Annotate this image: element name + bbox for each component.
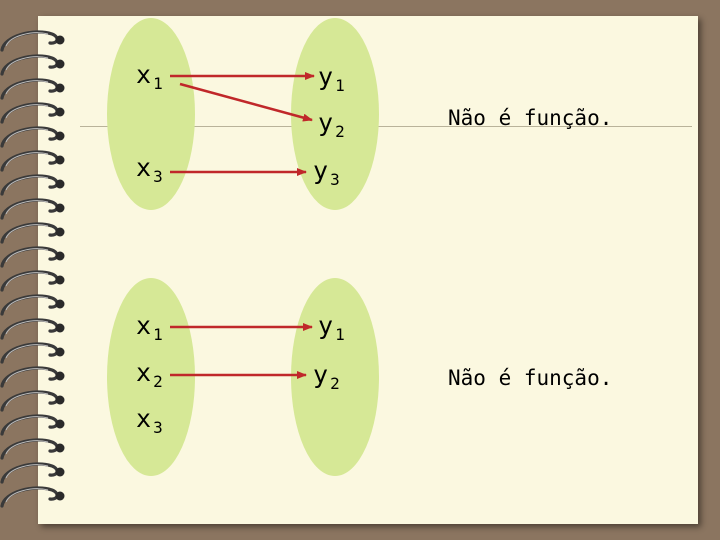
spiral-hole — [55, 275, 65, 285]
spiral-coil-highlight — [5, 248, 49, 263]
spiral-coil-highlight — [5, 464, 49, 479]
spiral-coil-highlight — [5, 368, 49, 383]
spiral-coil-highlight — [5, 104, 49, 119]
spiral-coil — [0, 318, 59, 340]
spiral-coil — [0, 246, 59, 268]
spiral-coil-highlight — [5, 224, 49, 239]
spiral-coil-highlight — [5, 176, 49, 191]
spiral-coil — [0, 414, 59, 436]
spiral-binding-icon — [0, 30, 65, 508]
spiral-coil-highlight — [5, 80, 49, 95]
notebook-rule-line — [80, 126, 692, 127]
spiral-coil — [0, 126, 59, 148]
spiral-coil — [0, 294, 59, 316]
spiral-coil-highlight — [5, 128, 49, 143]
spiral-hole — [55, 251, 65, 261]
spiral-hole — [55, 83, 65, 93]
spiral-coil — [0, 366, 59, 388]
spiral-coil — [0, 462, 59, 484]
spiral-coil — [0, 102, 59, 124]
spiral-coil-highlight — [5, 392, 49, 407]
domain-set-oval-2 — [107, 278, 195, 476]
spiral-coil-highlight — [5, 56, 49, 71]
spiral-hole — [55, 443, 65, 453]
spiral-coil-highlight — [5, 32, 49, 47]
verdict-diagram-2: Não é função. — [448, 366, 613, 390]
spiral-coil-highlight — [5, 272, 49, 287]
spiral-coil-highlight — [5, 488, 49, 503]
spiral-hole — [55, 107, 65, 117]
spiral-hole — [55, 203, 65, 213]
spiral-hole — [55, 131, 65, 141]
verdict-diagram-1: Não é função. — [448, 106, 613, 130]
spiral-coil — [0, 438, 59, 460]
spiral-coil-highlight — [5, 440, 49, 455]
spiral-coil — [0, 78, 59, 100]
spiral-hole — [55, 155, 65, 165]
spiral-hole — [55, 35, 65, 45]
spiral-coil-highlight — [5, 296, 49, 311]
spiral-hole — [55, 467, 65, 477]
spiral-coil — [0, 342, 59, 364]
spiral-coil — [0, 30, 59, 52]
spiral-hole — [55, 395, 65, 405]
spiral-hole — [55, 59, 65, 69]
spiral-coil — [0, 150, 59, 172]
spiral-coil-highlight — [5, 344, 49, 359]
spiral-coil — [0, 54, 59, 76]
spiral-hole — [55, 491, 65, 501]
spiral-coil-highlight — [5, 152, 49, 167]
spiral-hole — [55, 347, 65, 357]
domain-set-oval-1 — [107, 18, 195, 210]
arrow-x1-y2-diagram-1 — [179, 82, 313, 122]
spiral-hole — [55, 227, 65, 237]
spiral-hole — [55, 179, 65, 189]
spiral-coil — [0, 174, 59, 196]
spiral-coil — [0, 198, 59, 220]
spiral-hole — [55, 323, 65, 333]
spiral-hole — [55, 299, 65, 309]
spiral-coil — [0, 486, 59, 508]
spiral-coil-highlight — [5, 200, 49, 215]
spiral-hole — [55, 371, 65, 381]
spiral-hole — [55, 419, 65, 429]
spiral-coil — [0, 270, 59, 292]
spiral-coil — [0, 222, 59, 244]
spiral-coil-highlight — [5, 416, 49, 431]
spiral-coil-highlight — [5, 320, 49, 335]
spiral-coil — [0, 390, 59, 412]
